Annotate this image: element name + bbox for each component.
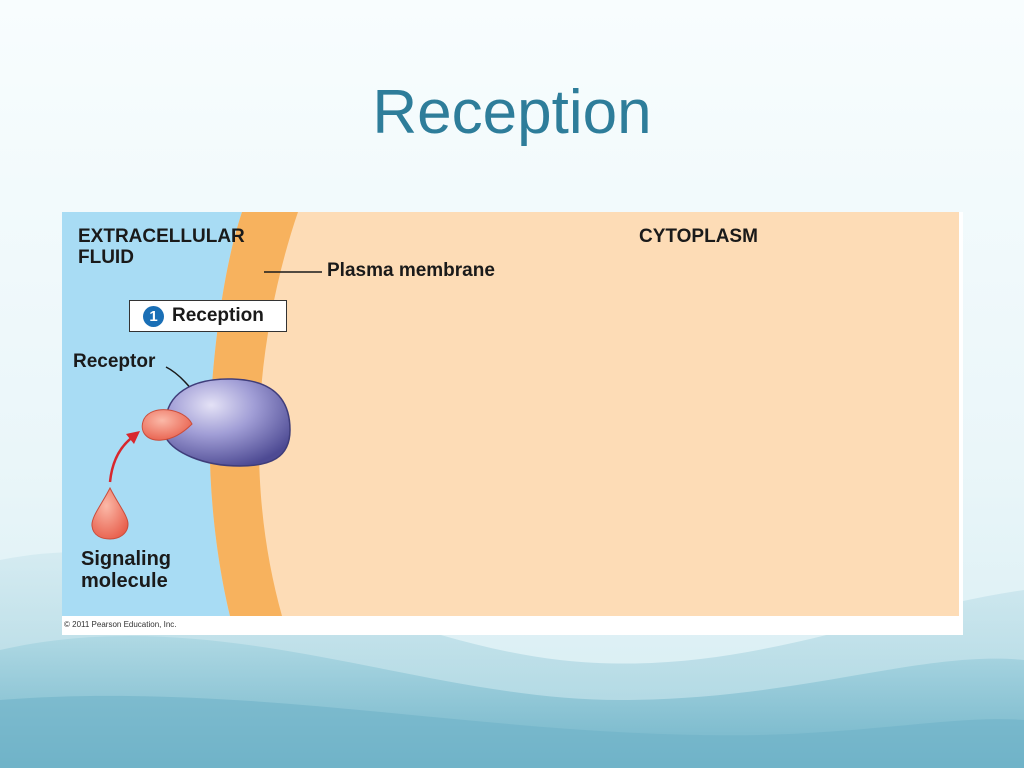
cell-diagram — [62, 212, 959, 616]
copyright-notice: © 2011 Pearson Education, Inc. — [64, 620, 177, 629]
signaling-molecule-icon — [91, 486, 129, 540]
reception-figure: EXTRACELLULAR FLUID CYTOPLASM Plasma mem… — [62, 212, 963, 635]
signaling-molecule-label: Signaling molecule — [81, 548, 171, 593]
arrow-head-icon — [126, 431, 140, 444]
step-number-badge: 1 — [143, 305, 164, 327]
slide-title: Reception — [372, 78, 652, 147]
cytoplasm-label: CYTOPLASM — [639, 226, 758, 247]
step-label: Reception — [172, 305, 264, 326]
plasma-membrane-label: Plasma membrane — [327, 260, 495, 281]
extracellular-fluid-label: EXTRACELLULAR FLUID — [78, 226, 245, 269]
receptor-label: Receptor — [73, 351, 156, 372]
bound-signal-molecule-icon — [141, 409, 193, 441]
step-reception-box: 1 Reception — [129, 300, 287, 332]
